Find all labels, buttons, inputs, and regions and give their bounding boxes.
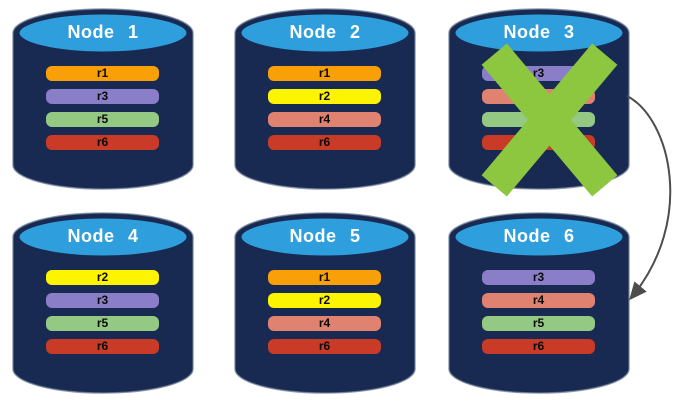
replica-bar: r6 xyxy=(482,339,595,354)
replica-bar: r3 xyxy=(482,66,595,81)
replica-list: r1 r2 r4 r6 xyxy=(268,270,381,354)
replica-list: r2 r3 r5 r6 xyxy=(46,270,159,354)
node-3: Node 3 r3 r4 r5 r6 xyxy=(448,8,630,197)
replica-bar: r3 xyxy=(46,89,159,104)
replica-list: r1 r2 r4 r6 xyxy=(268,66,381,150)
replica-bar: r5 xyxy=(46,316,159,331)
node-1: Node 1 r1 r3 r5 r6 xyxy=(12,8,194,190)
node-title: Node 1 xyxy=(67,22,139,42)
node-6: Node 6 r3 r4 r5 r6 xyxy=(448,212,630,394)
replica-bar: r1 xyxy=(46,66,159,81)
replica-bar: r6 xyxy=(268,135,381,150)
replica-bar: r4 xyxy=(482,89,595,104)
node-4: Node 4 r2 r3 r5 r6 xyxy=(12,212,194,394)
node-title: Node 6 xyxy=(503,226,575,246)
node-title: Node 5 xyxy=(289,226,361,246)
replica-bar: r3 xyxy=(482,270,595,285)
replica-bar: r3 xyxy=(46,293,159,308)
node-title: Node 4 xyxy=(67,226,139,246)
replica-bar: r6 xyxy=(46,339,159,354)
replica-bar: r1 xyxy=(268,66,381,81)
replica-bar: r5 xyxy=(482,112,595,127)
replica-bar: r5 xyxy=(482,316,595,331)
replica-list: r3 r4 r5 r6 xyxy=(482,270,595,354)
node-5: Node 5 r1 r2 r4 r6 xyxy=(234,212,416,394)
node-2: Node 2 r1 r2 r4 r6 xyxy=(234,8,416,190)
node-title: Node 3 xyxy=(503,22,575,42)
replica-list: r3 r4 r5 r6 xyxy=(482,66,595,150)
replica-bar: r4 xyxy=(482,293,595,308)
replica-bar: r2 xyxy=(268,293,381,308)
replica-bar: r6 xyxy=(268,339,381,354)
replica-list: r1 r3 r5 r6 xyxy=(46,66,159,150)
replica-bar: r6 xyxy=(46,135,159,150)
replica-bar: r5 xyxy=(46,112,159,127)
node-title: Node 2 xyxy=(289,22,361,42)
replica-bar: r6 xyxy=(482,135,595,150)
replica-bar: r2 xyxy=(268,89,381,104)
replica-bar: r4 xyxy=(268,316,381,331)
replica-bar: r1 xyxy=(268,270,381,285)
replica-bar: r2 xyxy=(46,270,159,285)
replica-bar: r4 xyxy=(268,112,381,127)
